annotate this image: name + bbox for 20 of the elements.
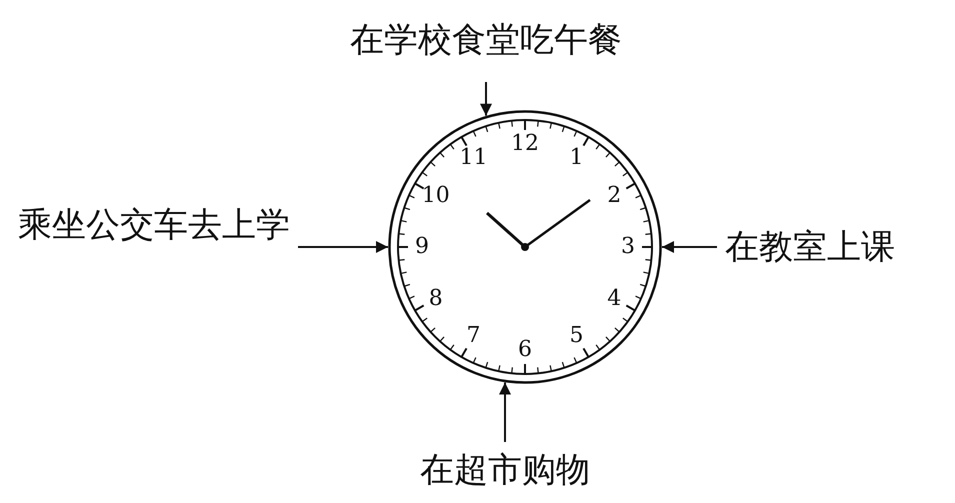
clock-number: 1 [570,146,584,169]
activity-label: 在学校食堂吃午餐 [350,20,622,60]
activity-label: 在超市购物 [420,450,590,490]
arrow [480,82,492,116]
arrow [298,241,388,253]
activity-label: 在教室上课 [725,227,895,267]
clock-number: 6 [518,339,532,361]
arrow [662,241,717,253]
clock-number: 12 [511,133,539,155]
clock-number: 5 [570,325,584,348]
arrow [499,382,511,442]
clock-number: 7 [466,325,480,348]
clock-number: 8 [428,288,443,310]
clock-number: 11 [460,146,488,169]
clock-number: 10 [422,184,450,206]
activity-label: 乘坐公交车去上学 [18,205,290,245]
clock-number: 3 [621,236,635,258]
clock-number: 4 [607,288,622,310]
clock-number: 9 [415,236,429,258]
clock-number: 2 [607,184,622,206]
